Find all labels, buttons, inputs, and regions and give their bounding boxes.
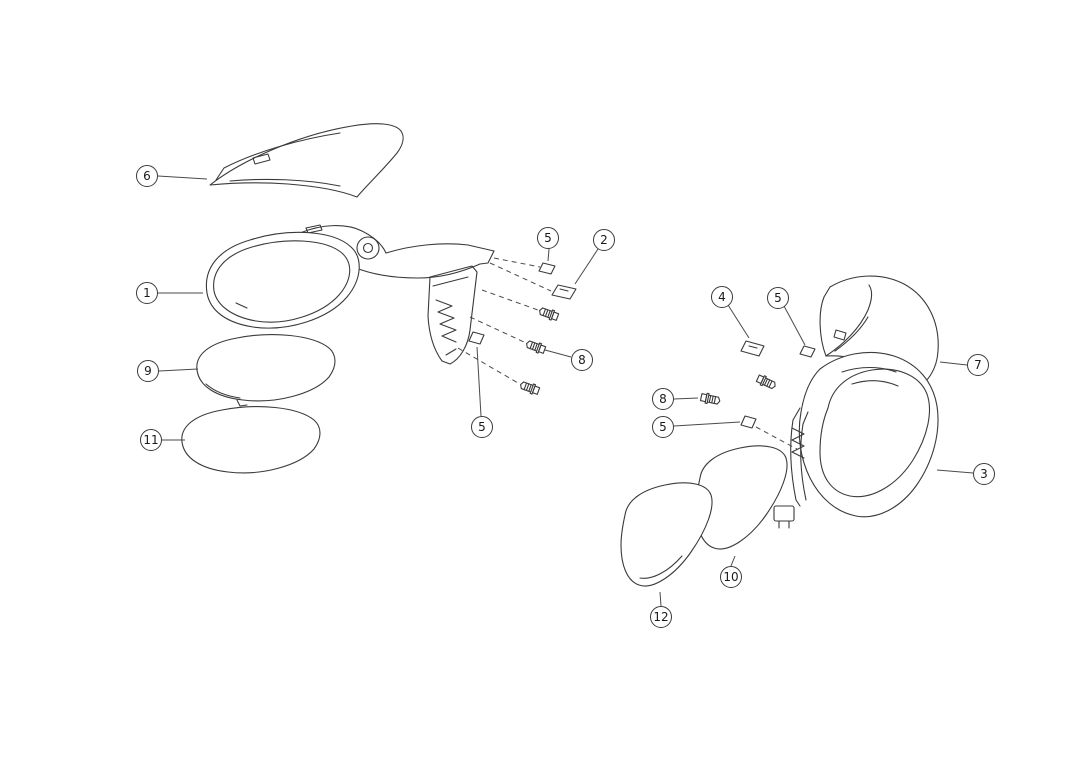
part-bolts-left <box>518 305 560 397</box>
part-clip-5-lower-right <box>740 415 757 429</box>
callout-2: 2 <box>593 229 615 251</box>
callout-5-lower-right: 5 <box>652 416 674 438</box>
callout-8-right: 8 <box>652 388 674 410</box>
callout-11: 11 <box>140 429 162 451</box>
callout-10: 10 <box>720 566 742 588</box>
callout-12: 12 <box>650 606 672 628</box>
part-clip-5-upper-right <box>799 345 816 358</box>
callout-4: 4 <box>711 286 733 308</box>
part-clip-2 <box>551 284 577 300</box>
assembly-dashed-lines-right <box>755 426 798 450</box>
callout-7: 7 <box>967 354 989 376</box>
callout-1: 1 <box>136 282 158 304</box>
part-clip-4 <box>740 340 765 357</box>
part-bolts-right <box>699 373 778 407</box>
part-clip-5-top-left <box>538 262 556 275</box>
assembly-dashed-lines-left <box>457 257 552 384</box>
callout-8-left: 8 <box>571 349 593 371</box>
callout-6: 6 <box>136 165 158 187</box>
callout-3: 3 <box>973 463 995 485</box>
part-mirror-glass-12 <box>620 482 713 587</box>
callout-5-upper-right: 5 <box>767 287 789 309</box>
part-mirror-glass-11 <box>181 406 321 474</box>
callout-5-top-left: 5 <box>537 227 559 249</box>
part-clip-5-bottom-left <box>468 331 485 345</box>
callout-5-bottom-left: 5 <box>471 416 493 438</box>
callout-leader-lines <box>157 175 974 607</box>
part-mirror-cap-left <box>209 123 404 198</box>
part-mirror-assembly-right <box>773 351 939 529</box>
part-mirror-assembly-left <box>205 224 495 365</box>
callout-9: 9 <box>137 360 159 382</box>
part-mirror-glass-9 <box>196 334 336 407</box>
